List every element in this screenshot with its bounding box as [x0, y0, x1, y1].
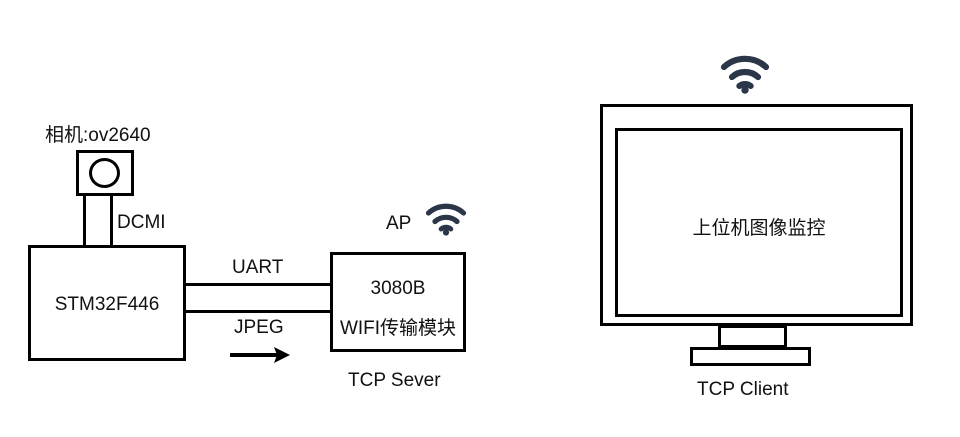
wifi-module-name: WIFI传输模块	[339, 318, 457, 339]
monitor-screen: 上位机图像监控	[615, 128, 903, 317]
uart-bus-line-top	[185, 283, 333, 286]
jpeg-label: JPEG	[234, 317, 284, 338]
tcp-server-caption: TCP Sever	[348, 370, 441, 391]
ap-label: AP	[386, 213, 412, 234]
uart-bus-line-bottom	[185, 310, 333, 313]
dcmi-bus-line-left	[83, 195, 86, 246]
monitor-screen-label: 上位机图像监控	[692, 218, 826, 239]
camera-body	[76, 150, 134, 196]
monitor-stand-base	[690, 347, 811, 366]
jpeg-flow-arrow-icon	[230, 347, 290, 363]
mcu-label: STM32F446	[54, 294, 160, 315]
wifi-module-box: 3080B WIFI传输模块	[330, 252, 466, 352]
wifi-signal-icon-ap	[425, 203, 467, 236]
camera-label: 相机:ov2640	[45, 125, 151, 146]
monitor-stand-neck	[718, 325, 787, 348]
dcmi-label: DCMI	[117, 212, 166, 233]
wifi-signal-icon-client	[720, 55, 770, 94]
mcu-box: STM32F446	[28, 245, 186, 361]
dcmi-bus-line-right	[110, 195, 113, 246]
tcp-client-caption: TCP Client	[697, 379, 789, 400]
camera-lens-icon	[89, 158, 120, 188]
wifi-module-model: 3080B	[370, 278, 426, 299]
uart-label: UART	[232, 257, 284, 278]
